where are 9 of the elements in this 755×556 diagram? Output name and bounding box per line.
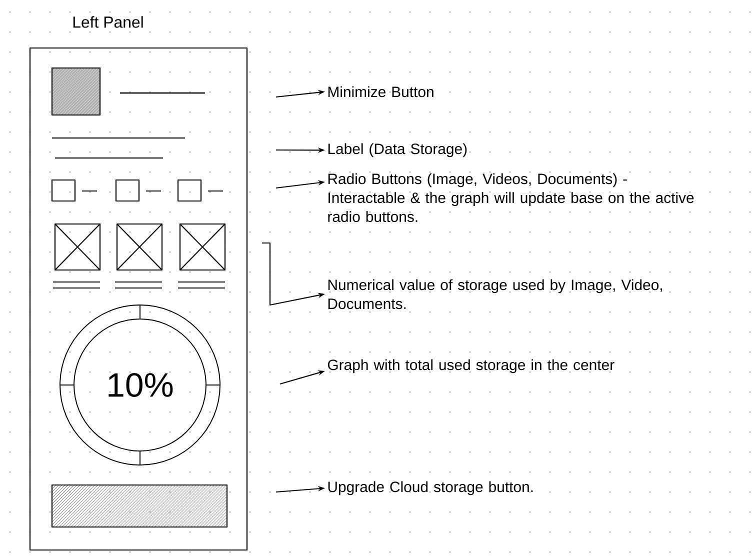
panel-title: Left Panel	[73, 16, 143, 28]
annotation-text: Upgrade Cloud storage button.	[328, 481, 533, 496]
annotation-text: Numerical value of storage used by Image, Video, Documents.	[328, 279, 662, 310]
panel-frame	[29, 47, 248, 551]
percentage-value: 10%	[108, 373, 173, 397]
annotation-text: Minimize Button	[328, 86, 434, 98]
annotation-text: Label (Data Storage)	[328, 143, 467, 158]
annotation-text: Graph with total used storage in the center	[328, 359, 614, 374]
annotation-text: Radio Buttons (Image, Videos, Documents) - Interactable & the graph will update base on the active radio buttons.	[328, 173, 694, 222]
